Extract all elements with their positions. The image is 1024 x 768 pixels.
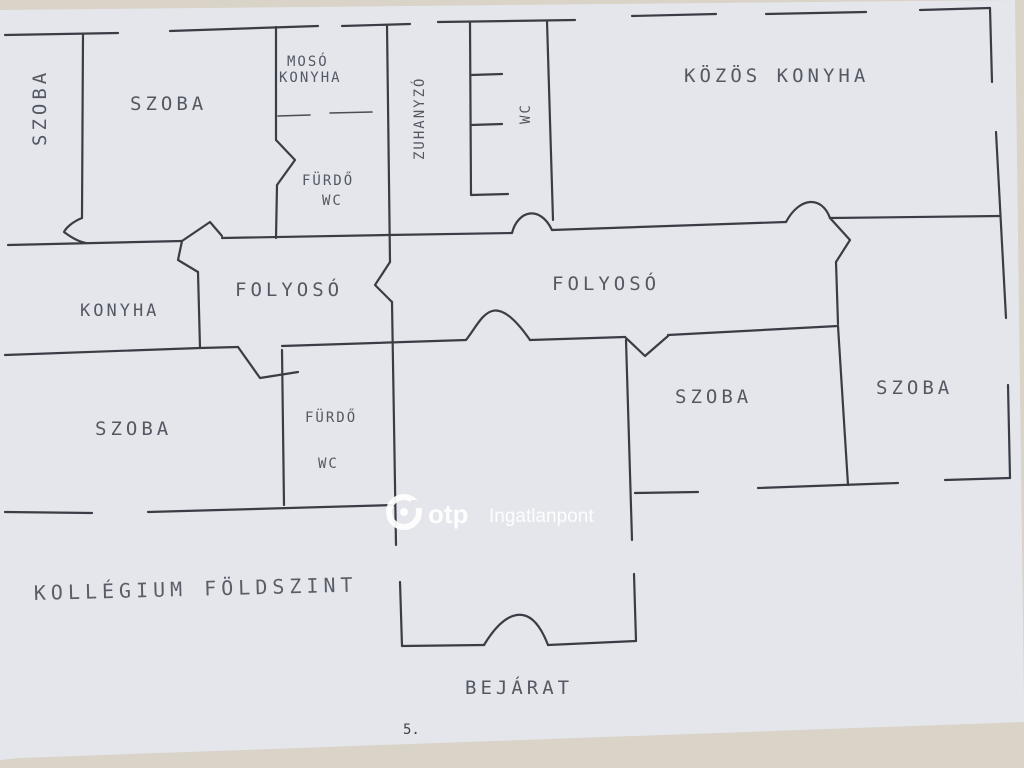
otp-watermark: otp Ingatlanpont <box>386 494 594 530</box>
page-number: 5. <box>403 722 420 738</box>
watermark-brand: otp <box>428 499 468 529</box>
label-folyoso-right: FOLYOSÓ <box>552 271 660 295</box>
walls <box>3 6 1012 648</box>
label-folyoso-left: FOLYOSÓ <box>235 277 343 301</box>
watermark-suffix: Ingatlanpont <box>489 506 594 527</box>
label-furdo-bottom: FÜRDŐ <box>305 408 357 426</box>
label-zuhanyzo: ZUHANYZÓ <box>410 77 428 160</box>
label-wc-top: WC <box>518 103 534 124</box>
label-szoba-top-left: SZOBA <box>130 93 207 115</box>
label-szoba-bottom-mid: SZOBA <box>675 386 752 408</box>
label-moso: MOSÓ <box>287 52 329 70</box>
label-kozos-konyha: KÖZÖS KONYHA <box>684 64 869 87</box>
otp-logo-icon <box>386 494 422 530</box>
label-wc-furdo-bottom: WC <box>318 456 339 472</box>
label-bejarat: BEJÁRAT <box>465 676 573 699</box>
label-furdo-top: FÜRDŐ <box>302 171 354 189</box>
label-konyha-moso: KONYHA <box>279 70 342 86</box>
label-szoba-bottom-right: SZOBA <box>876 377 953 399</box>
label-wc-furdo-top: WC <box>322 193 343 209</box>
label-konyha: KONYHA <box>80 301 159 321</box>
label-szoba-left-vertical: SZOBA <box>29 69 51 146</box>
label-szoba-bottom-left: SZOBA <box>95 418 172 440</box>
